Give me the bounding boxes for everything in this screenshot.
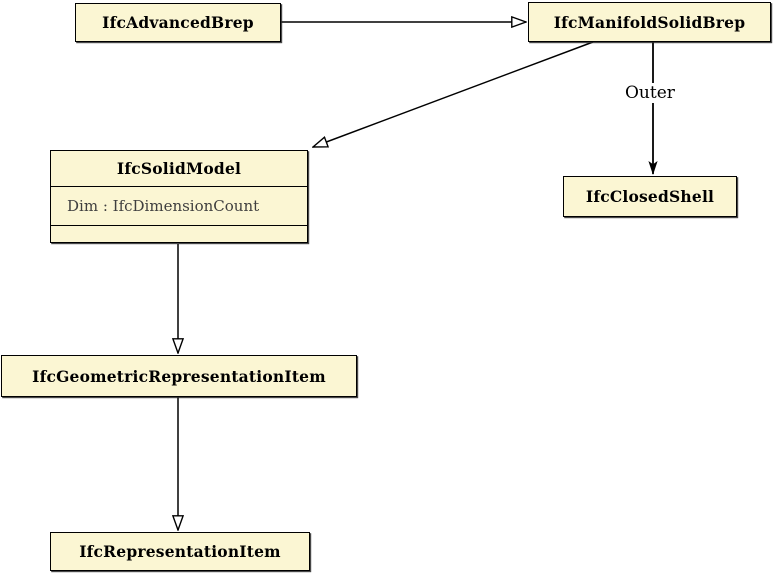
ifcsolidmodel-attributes-compartment: Dim : IfcDimensionCount (51, 187, 307, 226)
node-label-ifcadvancedbrep: IfcAdvancedBrep (102, 13, 254, 32)
node-label-ifcmanifoldsolidbrep: IfcManifoldSolidBrep (553, 12, 746, 32)
node-label-ifcsolidmodel: IfcSolidModel (116, 159, 242, 178)
node-label-ifcclosedshell: IfcClosedShell (585, 187, 715, 206)
ifcsolidmodel-title-compartment: IfcSolidModel (51, 151, 307, 187)
attribute-dim: Dim : IfcDimensionCount (67, 197, 260, 215)
node-ifcgeometricrepresentationitem[interactable]: IfcGeometricRepresentationItem (1, 355, 357, 397)
edge-manifoldsolidbrep-to-solidmodel (313, 41, 594, 147)
node-label-ifcrepresentationitem: IfcRepresentationItem (79, 542, 281, 561)
ifcsolidmodel-operations-compartment (51, 226, 307, 242)
node-ifcmanifoldsolidbrep[interactable]: IfcManifoldSolidBrep (528, 2, 771, 42)
node-ifcsolidmodel[interactable]: IfcSolidModel Dim : IfcDimensionCount (50, 150, 308, 243)
edge-label-outer: Outer (624, 83, 676, 103)
node-ifcclosedshell[interactable]: IfcClosedShell (563, 176, 737, 217)
node-ifcadvancedbrep[interactable]: IfcAdvancedBrep (75, 3, 281, 42)
node-label-ifcgeometricrepresentationitem: IfcGeometricRepresentationItem (32, 366, 326, 386)
node-ifcrepresentationitem[interactable]: IfcRepresentationItem (50, 532, 310, 571)
